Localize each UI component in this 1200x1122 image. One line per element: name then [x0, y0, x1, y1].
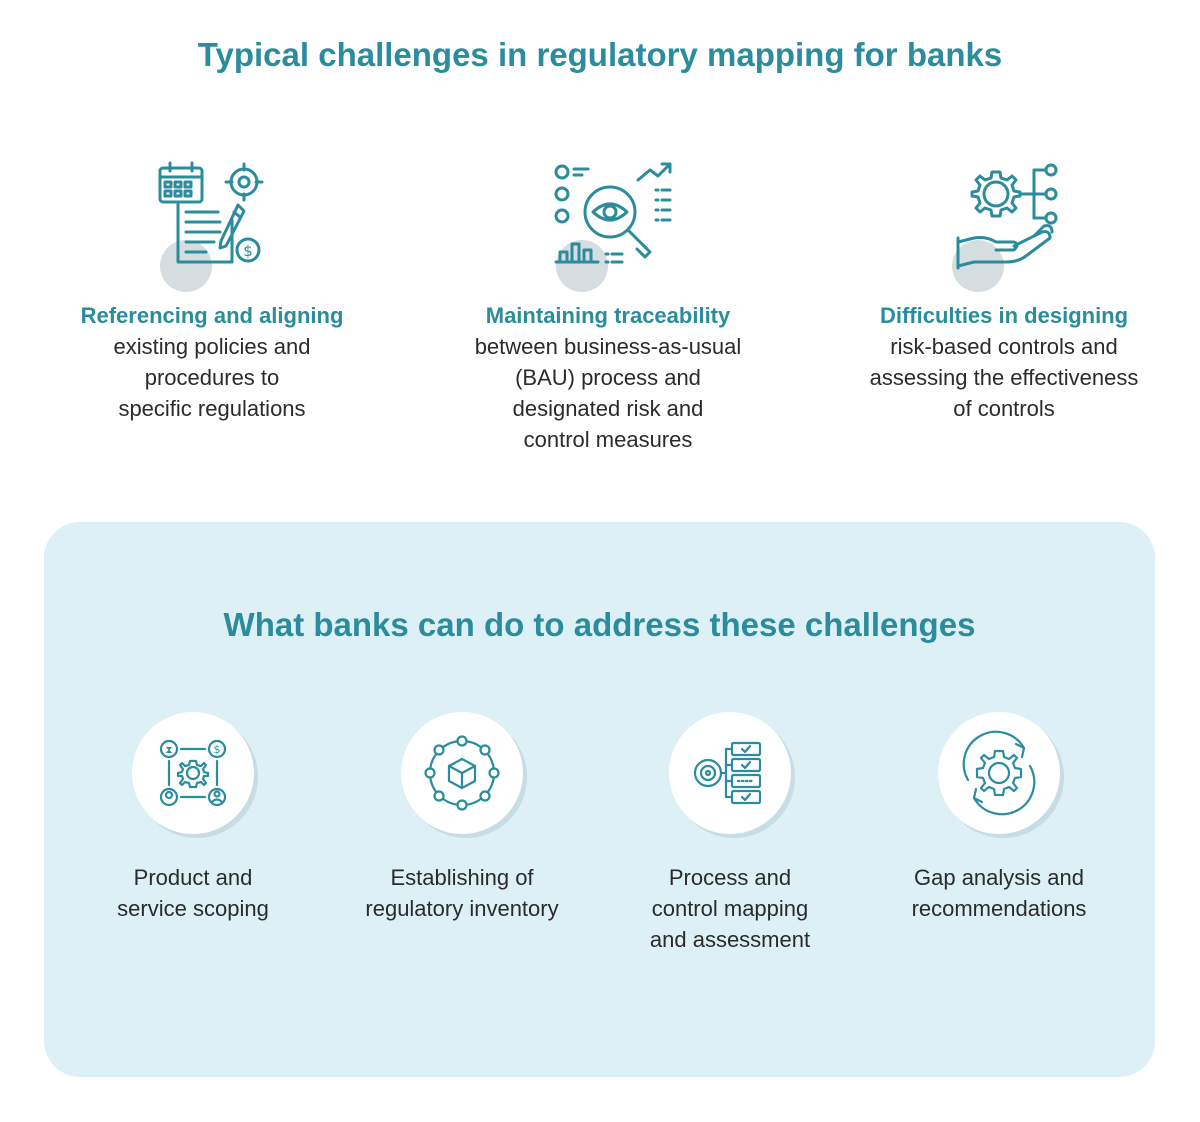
magnifier-eye-icon [554, 162, 672, 264]
hand-gear-icon [956, 163, 1058, 270]
action-label: Process and control mapping and assessme… [600, 862, 860, 955]
challenge-description: between business-as-usual (BAU) process … [448, 331, 768, 455]
challenge-title: Difficulties in designing [879, 303, 1129, 328]
action-label: Establishing of regulatory inventory [332, 862, 592, 924]
action-line: Gap analysis and [914, 865, 1084, 890]
action-label: Gap analysis and recommendations [869, 862, 1129, 924]
action-line: Establishing of [390, 865, 534, 890]
challenge-line: (BAU) process and [515, 365, 701, 390]
gear-cycle-icon [962, 730, 1036, 816]
challenge-card-traceability: Maintaining traceability between busines… [448, 150, 768, 455]
challenge-line: specific regulations [118, 396, 306, 421]
decorative-blob [160, 240, 212, 292]
cube-network-icon [424, 735, 500, 811]
svg-text:⧗: ⧗ [165, 745, 172, 756]
action-line: recommendations [911, 896, 1087, 921]
action-label: Product and service scoping [63, 862, 323, 924]
action-icon-circle: ⧗ $ [132, 712, 254, 834]
challenge-line: assessing the effectiveness [869, 365, 1139, 390]
decorative-blob [556, 240, 608, 292]
action-icon-circle [401, 712, 523, 834]
action-card-gap-analysis: Gap analysis and recommendations [869, 712, 1129, 924]
action-line: service scoping [117, 896, 269, 921]
page-title: Typical challenges in regulatory mapping… [197, 36, 1003, 73]
challenge-card-designing: Difficulties in designing risk-based con… [844, 150, 1164, 424]
challenge-line: between business-as-usual [474, 334, 742, 359]
document-target-icon: $ [158, 161, 264, 264]
challenge-card-referencing: $ Referencing and aligning existing poli… [52, 150, 372, 424]
challenge-icon-wrap [934, 150, 1074, 292]
action-icon-circle [669, 712, 791, 834]
action-card-scoping: ⧗ $ Product and service scoping [63, 712, 323, 924]
target-checklist-icon [693, 741, 762, 805]
action-line: Product and [133, 865, 253, 890]
action-icon-circle [938, 712, 1060, 834]
action-line: regulatory inventory [365, 896, 559, 921]
gear-network-icon: ⧗ $ [159, 739, 227, 807]
action-line: Process and [668, 865, 792, 890]
action-line: and assessment [649, 927, 811, 952]
action-card-inventory: Establishing of regulatory inventory [332, 712, 592, 924]
challenge-line: existing policies and [113, 334, 311, 359]
challenge-line: designated risk and [512, 396, 704, 421]
challenge-title: Maintaining traceability [485, 303, 731, 328]
challenge-icon-wrap [538, 150, 678, 292]
svg-text:$: $ [243, 242, 253, 260]
challenge-line: risk-based controls and [890, 334, 1118, 359]
svg-text:$: $ [214, 743, 221, 756]
panel-title: What banks can do to address these chall… [223, 606, 976, 643]
challenge-description: risk-based controls and assessing the ef… [844, 331, 1164, 424]
challenge-title: Referencing and aligning [80, 303, 344, 328]
action-card-mapping: Process and control mapping and assessme… [600, 712, 860, 955]
solutions-panel: What banks can do to address these chall… [44, 522, 1155, 1077]
challenge-line: procedures to [144, 365, 280, 390]
action-line: control mapping [651, 896, 809, 921]
challenge-line: of controls [953, 396, 1055, 421]
challenge-icon-wrap: $ [142, 150, 282, 292]
challenge-line: control measures [523, 427, 693, 452]
challenge-description: existing policies and procedures to spec… [52, 331, 372, 424]
